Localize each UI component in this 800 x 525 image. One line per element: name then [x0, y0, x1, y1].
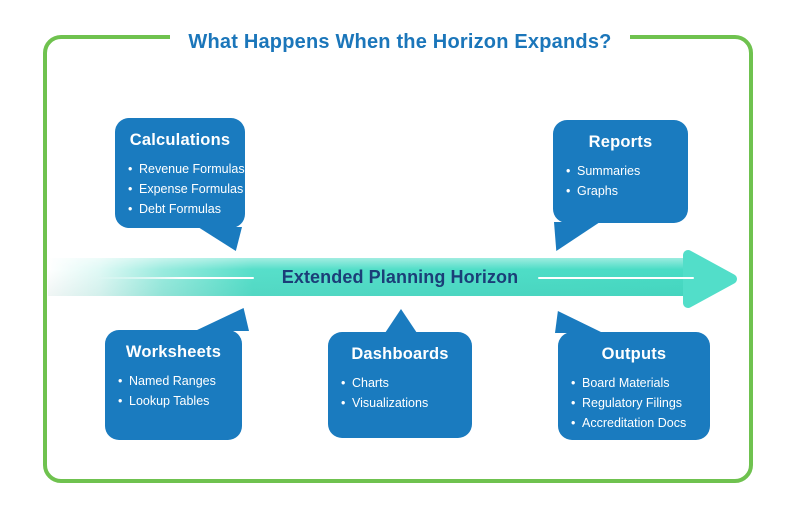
arrow-label: Extended Planning Horizon: [281, 266, 519, 287]
list-item: Board Materials: [571, 373, 702, 393]
arrow-head-icon: [683, 250, 737, 308]
card-worksheets: Worksheets Named Ranges Lookup Tables: [105, 308, 249, 440]
card-title: Outputs: [601, 345, 667, 363]
list-item: Lookup Tables: [118, 391, 234, 411]
list-item: Accreditation Docs: [571, 413, 702, 433]
card-reports: Reports Summaries Graphs: [553, 120, 688, 251]
arrow-rule-left: [96, 277, 254, 279]
card-title: Reports: [588, 133, 653, 151]
list-item: Graphs: [566, 181, 680, 201]
list-item: Revenue Formulas: [128, 159, 245, 179]
card-title: Worksheets: [125, 343, 222, 361]
page-title: What Happens When the Horizon Expands?: [170, 26, 630, 58]
list-item: Regulatory Filings: [571, 393, 702, 413]
card-title: Calculations: [129, 131, 231, 149]
card-title: Dashboards: [351, 345, 449, 363]
card-list: Named Ranges Lookup Tables: [105, 371, 242, 411]
arrow-rule-right: [538, 277, 694, 279]
list-item: Named Ranges: [118, 371, 234, 391]
list-item: Summaries: [566, 161, 680, 181]
list-item: Charts: [341, 373, 464, 393]
card-outputs: Outputs Board Materials Regulatory Filin…: [555, 311, 710, 440]
card-list: Board Materials Regulatory Filings Accre…: [558, 373, 710, 433]
list-item: Debt Formulas: [128, 199, 237, 219]
list-item: Visualizations: [341, 393, 464, 413]
list-item: Expense Formulas: [128, 179, 243, 199]
card-list: Revenue Formulas Expense Formulas Debt F…: [115, 159, 245, 219]
card-list: Summaries Graphs: [553, 161, 688, 201]
card-list: Charts Visualizations: [328, 373, 472, 413]
card-calculations: Calculations Revenue Formulas Expense Fo…: [115, 118, 245, 251]
card-dashboards: Dashboards Charts Visualizations: [328, 309, 472, 438]
